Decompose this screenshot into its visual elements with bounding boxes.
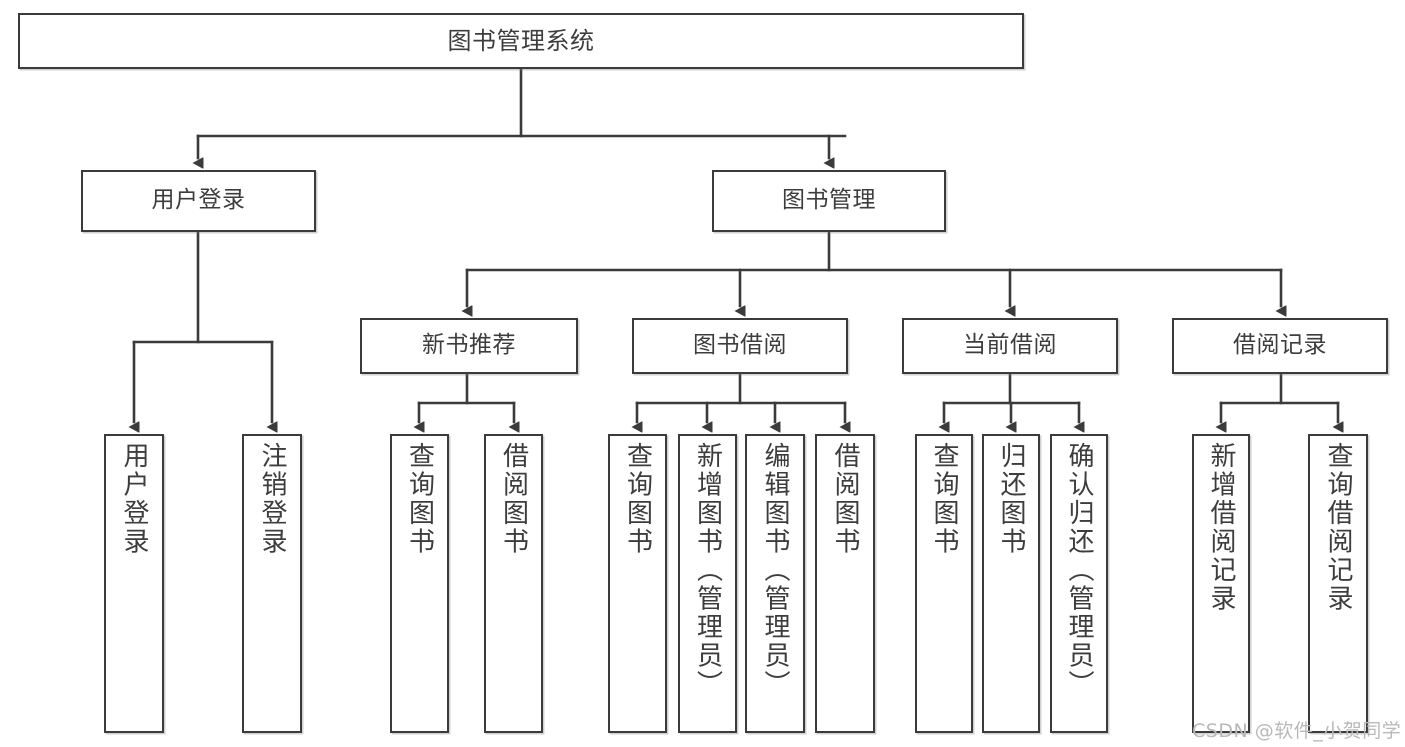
- node-root-system[interactable]: 图书管理系统: [18, 13, 1024, 69]
- node-label: 用户登录: [151, 187, 246, 214]
- node-label: 图书借阅: [693, 332, 787, 359]
- leaf-add-book-admin[interactable]: 新增图书（管理员）: [678, 434, 737, 733]
- node-current-borrow[interactable]: 当前借阅: [902, 318, 1118, 374]
- leaf-borrow-book-rec[interactable]: 借阅图书: [484, 434, 543, 733]
- leaf-add-borrow-record[interactable]: 新增借阅记录: [1192, 434, 1250, 733]
- node-label: 用户登录: [119, 442, 149, 556]
- node-borrow-record[interactable]: 借阅记录: [1172, 318, 1388, 374]
- node-label: 注销登录: [257, 442, 287, 556]
- node-book-borrow[interactable]: 图书借阅: [632, 318, 848, 374]
- leaf-query-borrow-record[interactable]: 查询借阅记录: [1308, 434, 1368, 733]
- leaf-edit-book-admin[interactable]: 编辑图书（管理员）: [745, 434, 805, 733]
- node-label: 确认归还（管理员）: [1064, 442, 1094, 699]
- leaf-query-book-current[interactable]: 查询图书: [915, 434, 973, 733]
- node-label: 新书推荐: [422, 332, 516, 359]
- csdn-watermark: CSDN @软件_小贺同学: [1192, 720, 1402, 742]
- leaf-query-book-rec[interactable]: 查询图书: [390, 434, 449, 733]
- leaf-query-book-borrow[interactable]: 查询图书: [608, 434, 667, 733]
- node-book-manage[interactable]: 图书管理: [712, 170, 946, 232]
- node-label: 归还图书: [996, 442, 1026, 556]
- node-label: 图书管理: [782, 187, 876, 214]
- node-label: 借阅图书: [830, 442, 860, 556]
- node-label: 新增借阅记录: [1206, 442, 1236, 613]
- node-label: 新增图书（管理员）: [692, 442, 723, 699]
- node-label: 查询借阅记录: [1323, 442, 1353, 613]
- leaf-user-login[interactable]: 用户登录: [104, 434, 164, 733]
- leaf-return-book[interactable]: 归还图书: [982, 434, 1040, 733]
- node-label: 图书管理系统: [447, 26, 595, 55]
- node-label: 查询图书: [929, 442, 959, 556]
- node-label: 当前借阅: [963, 332, 1057, 359]
- node-label: 借阅记录: [1233, 332, 1327, 359]
- node-label: 编辑图书（管理员）: [760, 442, 790, 699]
- node-label: 查询图书: [622, 442, 653, 556]
- leaf-borrow-book[interactable]: 借阅图书: [815, 434, 875, 733]
- leaf-confirm-return-admin[interactable]: 确认归还（管理员）: [1050, 434, 1108, 733]
- node-user-login[interactable]: 用户登录: [81, 170, 316, 232]
- node-label: 借阅图书: [498, 442, 529, 556]
- node-label: 查询图书: [404, 442, 435, 556]
- node-new-book-rec[interactable]: 新书推荐: [360, 318, 578, 374]
- leaf-user-logout[interactable]: 注销登录: [242, 434, 302, 733]
